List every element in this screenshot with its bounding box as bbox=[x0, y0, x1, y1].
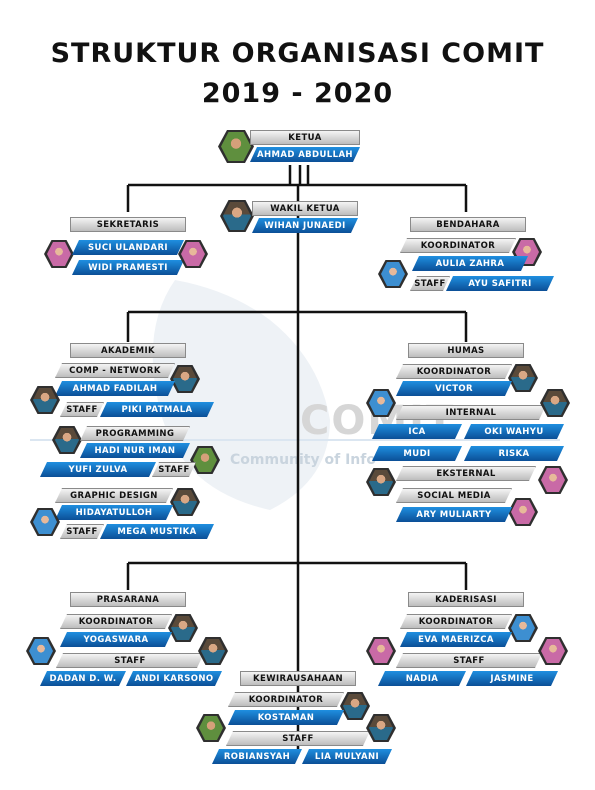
kewirausahaan-staff-2: LIA MULYANI bbox=[302, 749, 392, 764]
prasarana-staff-2: ANDI KARSONO bbox=[126, 671, 222, 686]
avatar-prasarana-koordinator bbox=[168, 614, 198, 642]
akademik-design-staff-label: STAFF bbox=[60, 524, 104, 539]
akademik-programming-staff: YUFI ZULVA bbox=[40, 462, 156, 477]
watermark-subtitle: Community of Info bbox=[230, 452, 376, 468]
humas-internal-4: RISKA bbox=[464, 446, 564, 461]
avatar-kaderisasi-koordinator bbox=[508, 614, 538, 642]
prasarana-koordinator-label: KOORDINATOR bbox=[60, 614, 172, 629]
avatar-kaderisasi-staff-2 bbox=[538, 637, 568, 665]
prasarana-koordinator: YOGASWARA bbox=[60, 632, 172, 647]
sekretaris-member-2: WIDI PRAMESTI bbox=[72, 260, 184, 275]
akademik-role: AKADEMIK bbox=[70, 343, 186, 358]
avatar-kewirausahaan-staff-2 bbox=[366, 714, 396, 742]
bendahara-staff-label: STAFF bbox=[410, 276, 450, 291]
akademik-network-staff: PIKI PATMALA bbox=[100, 402, 214, 417]
humas-koordinator-label: KOORDINATOR bbox=[396, 364, 512, 379]
akademik-programming-staff-label: STAFF bbox=[152, 462, 196, 477]
humas-eksternal-label: EKSTERNAL bbox=[396, 466, 536, 481]
avatar-prasarana-staff-2 bbox=[198, 637, 228, 665]
ketua-name: AHMAD ABDULLAH bbox=[250, 147, 360, 162]
kaderisasi-staff-2: JASMINE bbox=[466, 671, 558, 686]
kaderisasi-staff-1: NADIA bbox=[378, 671, 466, 686]
kaderisasi-koordinator-label: KOORDINATOR bbox=[400, 614, 512, 629]
kewirausahaan-koordinator: KOSTAMAN bbox=[228, 710, 344, 725]
page-subtitle: 2019 - 2020 bbox=[201, 78, 394, 109]
prasarana-role: PRASARANA bbox=[70, 592, 186, 607]
prasarana-staff-label: STAFF bbox=[56, 653, 204, 668]
prasarana-staff-1: DADAN D. W. bbox=[40, 671, 126, 686]
humas-koordinator: VICTOR bbox=[396, 381, 512, 396]
kewirausahaan-staff-label: STAFF bbox=[226, 731, 370, 746]
akademik-design-staff: MEGA MUSTIKA bbox=[100, 524, 214, 539]
kaderisasi-staff-label: STAFF bbox=[396, 653, 542, 668]
connector-top bbox=[126, 165, 468, 755]
humas-social: ARY MULIARTY bbox=[396, 507, 512, 522]
akademik-programming-label: PROGRAMMING bbox=[80, 426, 190, 441]
connector-bottom bbox=[126, 561, 468, 590]
bendahara-staff: AYU SAFITRI bbox=[446, 276, 554, 291]
avatar-wakil bbox=[220, 200, 254, 232]
kaderisasi-role: KADERISASI bbox=[408, 592, 524, 607]
avatar-prasarana-staff-1 bbox=[26, 637, 56, 665]
avatar-kaderisasi-staff-1 bbox=[366, 637, 396, 665]
kewirausahaan-staff-1: ROBIANSYAH bbox=[212, 749, 302, 764]
kaderisasi-koordinator: EVA MAERIZCA bbox=[400, 632, 512, 647]
humas-internal-2: OKI WAHYU bbox=[464, 424, 564, 439]
bendahara-koordinator-label: KOORDINATOR bbox=[400, 238, 516, 253]
bendahara-koordinator: AULIA ZAHRA bbox=[412, 256, 528, 271]
akademik-network-koordinator: AHMAD FADILAH bbox=[55, 381, 175, 396]
humas-role: HUMAS bbox=[408, 343, 524, 358]
akademik-network-staff-label: STAFF bbox=[60, 402, 104, 417]
humas-internal-1: ICA bbox=[372, 424, 462, 439]
wakil-name: WIHAN JUNAEDI bbox=[252, 218, 358, 233]
kewirausahaan-koordinator-label: KOORDINATOR bbox=[228, 692, 344, 707]
avatar-ketua bbox=[218, 130, 254, 163]
humas-social-label: SOCIAL MEDIA bbox=[396, 488, 512, 503]
connector-mid bbox=[126, 310, 468, 342]
akademik-design-koordinator: HIDAYATULLOH bbox=[55, 505, 173, 520]
wakil-role: WAKIL KETUA bbox=[252, 201, 358, 216]
akademik-network-label: COMP - NETWORK bbox=[55, 363, 175, 378]
kewirausahaan-role: KEWIRAUSAHAAN bbox=[240, 671, 356, 686]
bendahara-role: BENDAHARA bbox=[410, 217, 526, 232]
avatar-akademik-design-staff bbox=[30, 508, 60, 536]
ketua-role: KETUA bbox=[250, 130, 360, 145]
avatar-kewirausahaan-koordinator bbox=[340, 692, 370, 720]
humas-internal-label: INTERNAL bbox=[396, 405, 546, 420]
sekretaris-member-1: SUCI ULANDARI bbox=[72, 240, 184, 255]
humas-internal-3: MUDI bbox=[372, 446, 462, 461]
avatar-kewirausahaan-staff-1 bbox=[196, 714, 226, 742]
akademik-programming-koordinator: HADI NUR IMAN bbox=[80, 443, 190, 458]
akademik-design-label: GRAPHIC DESIGN bbox=[55, 488, 173, 503]
sekretaris-role: SEKRETARIS bbox=[70, 217, 186, 232]
page-title: STRUKTUR ORGANISASI COMIT bbox=[50, 38, 545, 69]
